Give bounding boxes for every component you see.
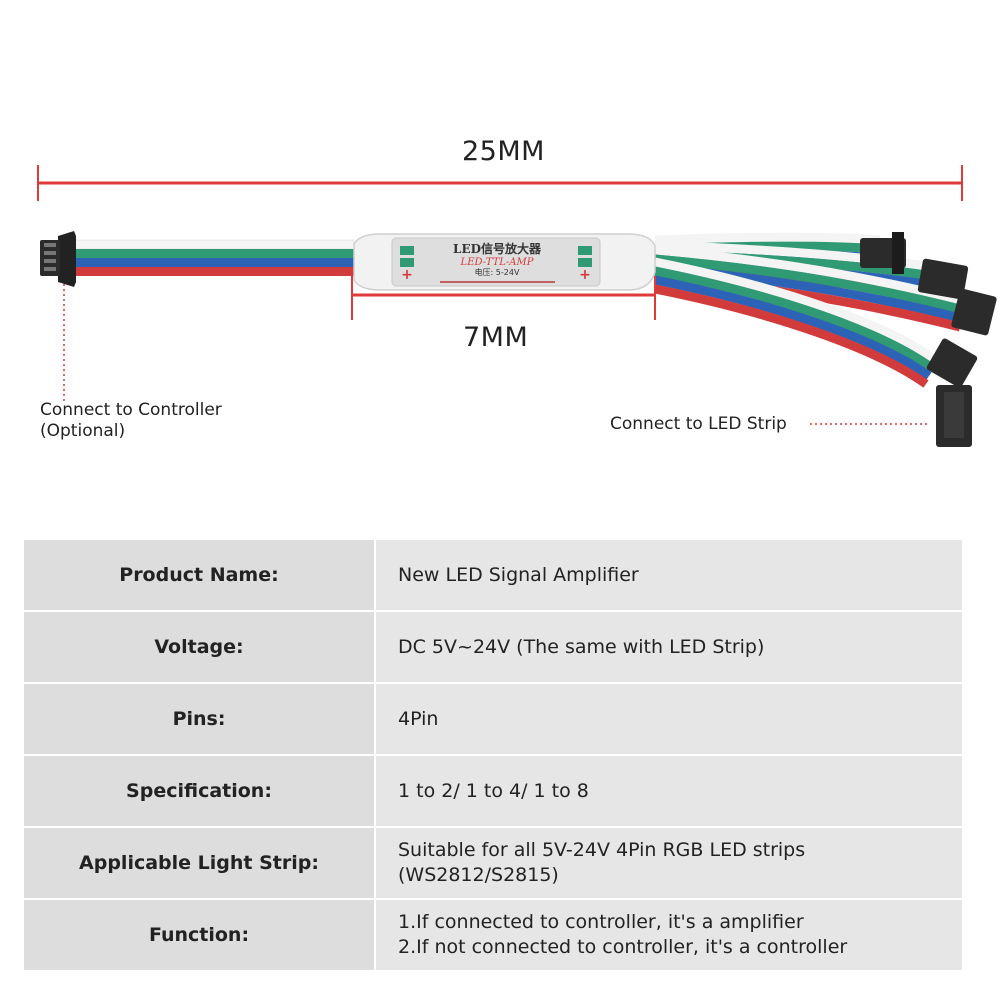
spec-row: Applicable Light Strip: Suitable for all … [24,828,962,898]
output-connector-icons [860,232,997,447]
spec-value-line: Suitable for all 5V-24V 4Pin RGB LED str… [398,839,806,861]
spec-label: Pins: [24,684,374,754]
spec-row: Product Name: New LED Signal Amplifier [24,540,962,610]
spec-value: DC 5V~24V (The same with LED Strip) [376,612,962,682]
spec-value-line: 2.If not connected to controller, it's a… [398,936,848,958]
spec-value-line: New LED Signal Amplifier [398,563,639,586]
spec-value-line: DC 5V~24V (The same with LED Strip) [398,635,765,658]
spec-value: New LED Signal Amplifier [376,540,962,610]
spec-label: Applicable Light Strip: [24,828,374,898]
controller-callout: Connect to Controller (Optional) [40,400,222,442]
controller-callout-line1: Connect to Controller [40,400,222,420]
spec-value-line: 1 to 2/ 1 to 4/ 1 to 8 [398,779,589,802]
input-connector-icon [40,231,76,287]
spec-row: Function: 1.If connected to controller, i… [24,900,962,970]
spec-label: Function: [24,900,374,970]
spec-value: 1 to 2/ 1 to 4/ 1 to 8 [376,756,962,826]
module-subtitle: LED-TTL-AMP [460,257,534,268]
module-voltage: 电压: 5-24V [475,267,520,277]
svg-text:+: + [579,267,591,283]
input-cable [67,239,355,276]
spec-row: Voltage: DC 5V~24V (The same with LED Str… [24,612,962,682]
product-diagram: + + LED信号放大器 LED-TTL-AMP 电压: 5-24V 25MM … [37,136,997,447]
module-dimension-line [351,276,656,320]
overall-length-label: 25MM [462,136,545,167]
spec-row: Specification: 1 to 2/ 1 to 4/ 1 to 8 [24,756,962,826]
module-title: LED信号放大器 [453,241,542,256]
spec-label: Specification: [24,756,374,826]
output-cables [654,232,962,388]
spec-value: Suitable for all 5V-24V 4Pin RGB LED str… [376,828,962,898]
spec-label: Product Name: [24,540,374,610]
spec-row: Pins: 4Pin [24,684,962,754]
svg-text:+: + [401,267,413,283]
amplifier-module: + + LED信号放大器 LED-TTL-AMP 电压: 5-24V [353,233,656,291]
module-length-label: 7MM [463,322,529,353]
spec-value: 1.If connected to controller, it's a amp… [376,900,962,970]
spec-value-line: 4Pin [398,707,439,730]
spec-value: 4Pin [376,684,962,754]
amplifier-illustration: + + LED信号放大器 LED-TTL-AMP 电压: 5-24V [37,165,997,447]
spec-value-line: (WS2812/S2815) [398,864,559,886]
overall-dimension-line [37,165,963,201]
led-strip-callout: Connect to LED Strip [610,414,787,434]
spec-value-line: 1.If connected to controller, it's a amp… [398,911,804,933]
controller-callout-line2: (Optional) [40,421,126,441]
spec-label: Voltage: [24,612,374,682]
